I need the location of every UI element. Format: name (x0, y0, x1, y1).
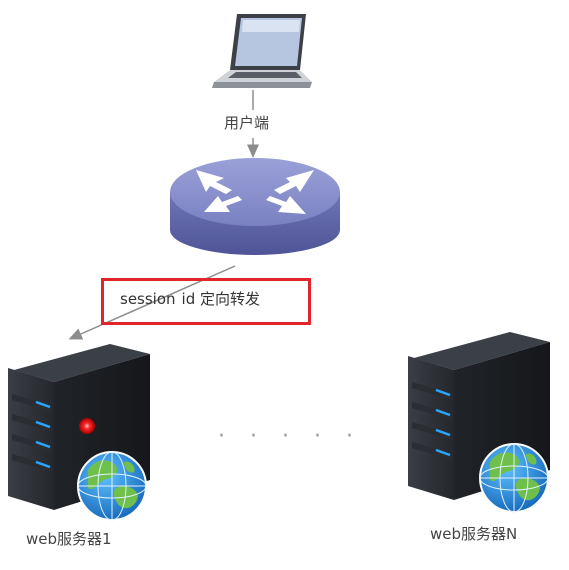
highlight-box (101, 278, 311, 325)
session-word: session (120, 290, 176, 308)
router-icon (170, 158, 340, 255)
more-servers-ellipsis: · · · · · (218, 424, 362, 449)
laptop-icon (212, 14, 312, 88)
alarm-light-icon (79, 418, 95, 434)
redirect-action: 定向转发 (200, 290, 261, 308)
globe-icon (479, 443, 549, 513)
id-word: id (181, 290, 196, 308)
server-1-label: web服务器1 (26, 530, 112, 548)
server-1-icon (8, 344, 150, 521)
redirect-edge-label: session id 定向转发 (120, 288, 260, 309)
server-n-icon (408, 332, 550, 513)
server-n-drive-lights (412, 382, 452, 460)
server-n-label: web服务器N (430, 525, 518, 543)
edge-router-to-server (68, 265, 236, 340)
globe-icon (77, 451, 147, 521)
server-1-drive-lights (12, 394, 52, 472)
client-label: 用户端 (224, 114, 270, 132)
